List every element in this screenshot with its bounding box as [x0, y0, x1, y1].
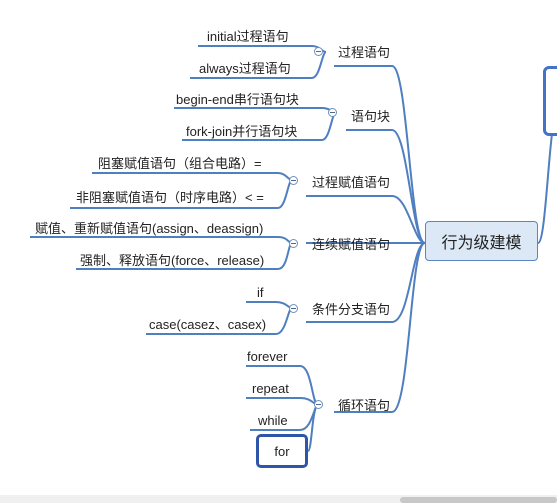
leaf-label: fork-join并行语句块: [186, 124, 298, 139]
root-label: 行为级建模: [441, 235, 522, 252]
branch-label: 语句块: [351, 109, 391, 124]
collapse-toggle-icon[interactable]: [328, 108, 337, 117]
leaf-node[interactable]: while: [258, 413, 288, 429]
leaf-node[interactable]: initial过程语句: [207, 29, 289, 45]
branch-statement-blocks[interactable]: 语句块: [351, 109, 390, 125]
collapse-toggle-icon[interactable]: [314, 400, 323, 409]
collapse-toggle-icon[interactable]: [289, 304, 298, 313]
leaf-label: if: [257, 285, 264, 300]
leaf-node-selected[interactable]: for: [256, 434, 308, 468]
leaf-label: forever: [247, 349, 288, 364]
branch-label: 连续赋值语句: [312, 237, 391, 252]
scrollbar-thumb[interactable]: [400, 497, 557, 503]
branch-label: 过程语句: [338, 45, 391, 60]
branch-label: 过程赋值语句: [312, 175, 391, 190]
leaf-label: 阻塞赋值语句（组合电路）=: [98, 156, 262, 171]
leaf-label: 非阻塞赋值语句（时序电路）< =: [76, 190, 264, 205]
leaf-node[interactable]: case(casez、casex): [149, 317, 266, 333]
leaf-label: begin-end串行语句块: [176, 92, 299, 107]
leaf-label: while: [258, 413, 288, 428]
leaf-node[interactable]: if: [257, 285, 264, 301]
leaf-label: 赋值、重新赋值语句(assign、deassign): [35, 221, 264, 236]
leaf-node[interactable]: 非阻塞赋值语句（时序电路）< =: [76, 190, 264, 206]
leaf-node[interactable]: always过程语句: [199, 61, 291, 77]
branch-label: 循环语句: [338, 398, 391, 413]
leaf-label: case(casez、casex): [149, 317, 267, 332]
branch-process-statements[interactable]: 过程语句: [338, 45, 390, 61]
leaf-label: always过程语句: [199, 61, 291, 76]
leaf-node[interactable]: begin-end串行语句块: [176, 92, 299, 108]
collapse-toggle-icon[interactable]: [289, 176, 298, 185]
leaf-node[interactable]: repeat: [252, 381, 289, 397]
leaf-node[interactable]: forever: [247, 349, 287, 365]
branch-conditional-statements[interactable]: 条件分支语句: [312, 302, 390, 318]
branch-procedural-assignment[interactable]: 过程赋值语句: [312, 175, 390, 191]
branch-continuous-assignment[interactable]: 连续赋值语句: [312, 237, 390, 253]
branch-loop-statements[interactable]: 循环语句: [338, 398, 390, 414]
horizontal-scrollbar[interactable]: [0, 495, 557, 503]
collapse-toggle-icon[interactable]: [289, 239, 298, 248]
leaf-label: 强制、释放语句(force、release): [80, 253, 265, 268]
leaf-node[interactable]: 强制、释放语句(force、release): [80, 253, 264, 269]
leaf-node[interactable]: 阻塞赋值语句（组合电路）=: [98, 156, 262, 172]
offscreen-node[interactable]: [543, 66, 557, 136]
leaf-label: initial过程语句: [207, 29, 289, 44]
leaf-label: repeat: [252, 381, 289, 396]
root-node[interactable]: 行为级建模: [425, 221, 538, 261]
leaf-node[interactable]: 赋值、重新赋值语句(assign、deassign): [35, 221, 263, 237]
leaf-node[interactable]: fork-join并行语句块: [186, 124, 297, 140]
collapse-toggle-icon[interactable]: [314, 47, 323, 56]
branch-label: 条件分支语句: [312, 302, 391, 317]
leaf-label: for: [274, 443, 290, 459]
